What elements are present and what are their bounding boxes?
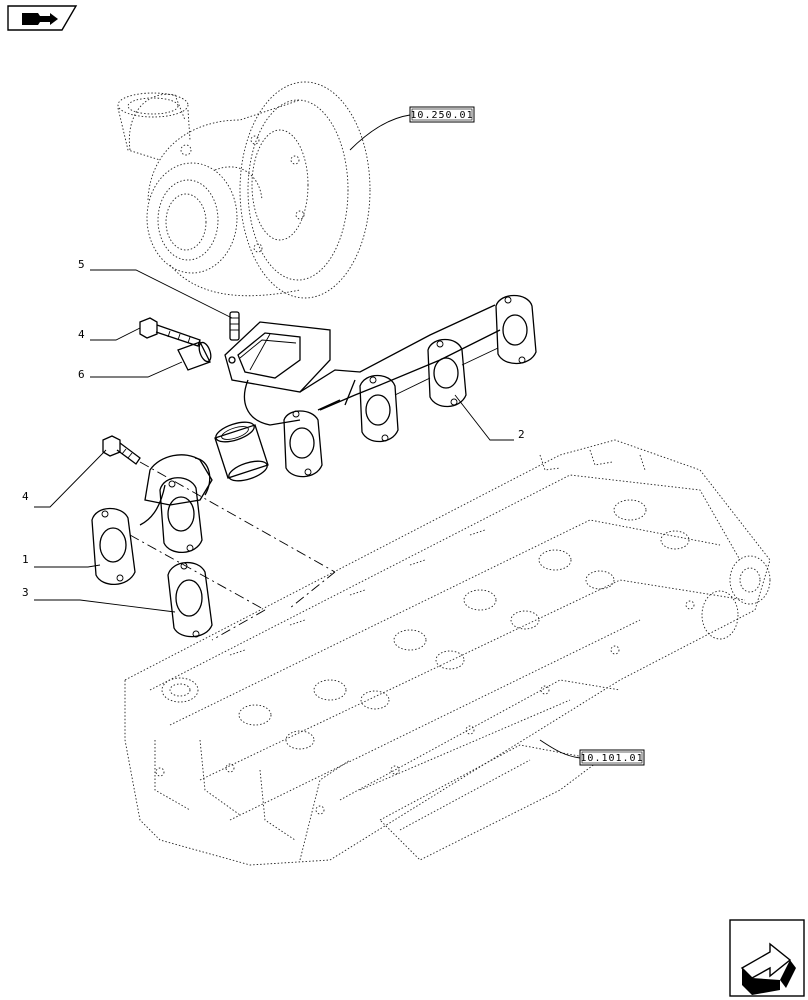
callout-6: 6 [78, 361, 183, 381]
book-arrow-icon[interactable] [7, 5, 78, 31]
callout-4-upper: 4 [78, 327, 141, 341]
callout-label-5: 5 [78, 258, 85, 271]
callout-label-3: 3 [22, 586, 29, 599]
exhaust-elbow-part [91, 454, 213, 586]
reference-box-turbocharger[interactable]: 10.250.01 [409, 106, 475, 123]
callout-label-1: 1 [22, 553, 29, 566]
spacer-part [177, 341, 212, 371]
bolt-upper-part [139, 317, 201, 347]
bolt-lower-part [102, 435, 141, 465]
cylinder-head-outline [124, 439, 771, 866]
stud-part [229, 311, 240, 341]
callout-5: 5 [78, 258, 233, 319]
callout-4-lower: 4 [22, 449, 107, 508]
reference-label-turbocharger: 10.250.01 [410, 110, 473, 121]
callout-2: 2 [454, 394, 525, 441]
alignment-lines [129, 461, 336, 641]
callout-label-6: 6 [78, 368, 85, 381]
turbocharger-outline [117, 81, 371, 299]
callout-label-4-lower: 4 [22, 490, 29, 503]
gasket-part [167, 561, 213, 638]
reference-box-cylinder-head[interactable]: 10.101.01 [579, 749, 645, 766]
reference-label-cylinder-head: 10.101.01 [580, 753, 643, 764]
next-page-arrow-icon[interactable] [729, 919, 805, 997]
callout-label-2: 2 [518, 428, 525, 441]
callout-3: 3 [22, 586, 176, 613]
callout-1: 1 [22, 553, 101, 568]
callout-label-4-upper: 4 [78, 328, 85, 341]
exhaust-manifold-part [224, 294, 537, 478]
sleeve-part [214, 421, 269, 482]
